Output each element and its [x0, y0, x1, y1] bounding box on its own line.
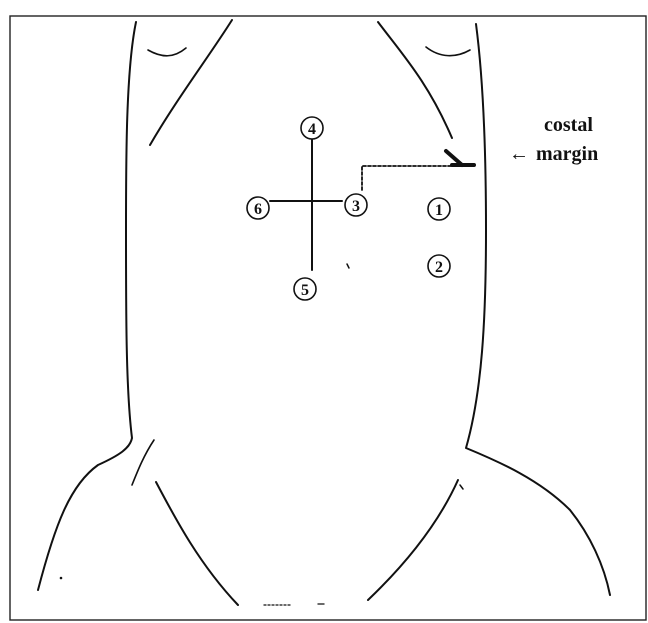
outer-border: [10, 16, 646, 620]
point-4-label: 4: [308, 121, 316, 138]
small-dot: [60, 577, 63, 580]
point-3-label: 3: [352, 198, 360, 215]
point-6: 6: [247, 197, 269, 219]
point-3: 3: [345, 194, 367, 216]
margin-label: margin: [536, 143, 598, 165]
left-groin-curve: [156, 482, 238, 605]
point-6-label: 6: [254, 201, 262, 218]
left-armpit-curve: [148, 48, 186, 56]
left-hip-line: [132, 440, 154, 485]
point-5-label: 5: [301, 282, 309, 299]
right-armpit-curve: [426, 47, 470, 56]
right-hip-tick: [460, 485, 463, 489]
right-torso-outline: [466, 24, 610, 595]
point-2-label: 2: [435, 259, 443, 276]
small-mark: [347, 264, 349, 268]
right-groin-curve: [368, 480, 458, 600]
left-torso-outline: [38, 22, 136, 590]
point-1-label: 1: [435, 202, 443, 219]
costal-label: costal: [544, 114, 593, 136]
point-2: 2: [428, 255, 450, 277]
point-4: 4: [301, 117, 323, 139]
costal-arrow: ←: [509, 143, 529, 165]
right-costal-curve: [378, 22, 452, 138]
left-costal-curve: [150, 20, 232, 145]
point-5: 5: [294, 278, 316, 300]
costal-margin-mark-diagonal: [446, 151, 462, 165]
dashed-connector: [362, 166, 453, 190]
point-1: 1: [428, 198, 450, 220]
